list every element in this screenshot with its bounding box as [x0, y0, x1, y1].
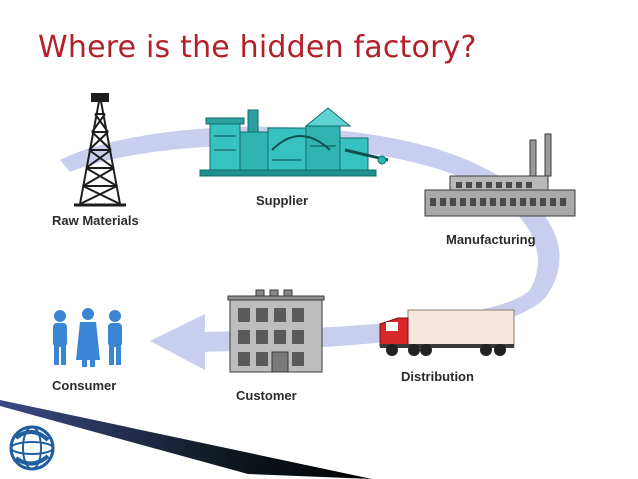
node-label-distribution: Distribution — [401, 369, 474, 384]
slide-title: Where is the hidden factory? — [38, 30, 477, 65]
node-label-manufacturing: Manufacturing — [446, 232, 536, 247]
truck-icon — [379, 309, 515, 356]
node-label-customer: Customer — [236, 388, 297, 403]
supplier-plant-icon — [199, 107, 389, 177]
factory-icon — [424, 133, 576, 217]
flow-arrow-head — [150, 314, 205, 370]
store-building-icon — [227, 289, 325, 373]
node-label-consumer: Consumer — [52, 378, 117, 393]
company-logo-icon — [9, 425, 55, 471]
oil-derrick-icon — [74, 93, 126, 207]
node-label-supplier: Supplier — [256, 193, 309, 208]
consumer-people-icon — [53, 308, 122, 367]
decorative-swoosh — [0, 400, 372, 479]
node-label-raw-materials: Raw Materials — [52, 213, 139, 228]
